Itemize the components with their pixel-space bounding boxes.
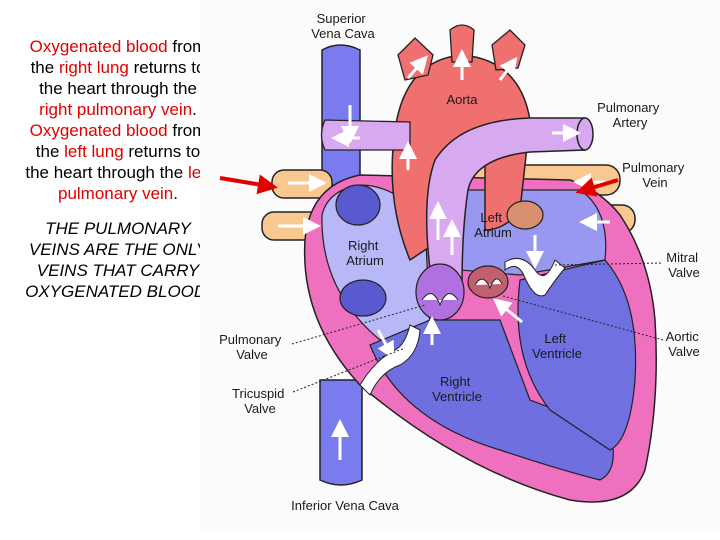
red-pointer-arrows bbox=[219, 174, 619, 197]
pulmonary-artery bbox=[425, 117, 586, 286]
phrase-right-pulmonary-vein: right pulmonary vein bbox=[39, 100, 193, 119]
right-lung-paragraph: Oxygenated blood from the right lung ret… bbox=[22, 36, 214, 120]
aortic-valve bbox=[467, 265, 509, 299]
label-superior-vena-cava: Superior Vena Cava bbox=[311, 11, 375, 41]
label-pulmonary-artery: Pulmonary Artery bbox=[597, 100, 663, 130]
phrase-oxygenated-blood: Oxygenated blood bbox=[29, 37, 168, 56]
right-ventricle-chamber bbox=[369, 319, 614, 481]
label-left-ventricle: Left Ventricle bbox=[532, 331, 582, 361]
leader-lines bbox=[291, 262, 664, 393]
phrase-oxygenated-blood: Oxygenated blood bbox=[29, 121, 168, 140]
label-aortic-valve: Aortic Valve bbox=[666, 329, 703, 359]
blood-flow-arrows bbox=[278, 49, 610, 460]
label-pulmonary-valve: Pulmonary Valve bbox=[219, 332, 285, 362]
phrase-text: from the bbox=[30, 37, 207, 77]
emphasis-statement: THE PULMONARY VEINS ARE THE ONLY VEINS T… bbox=[25, 219, 211, 301]
pulmonary-artery-opening bbox=[576, 117, 594, 151]
pulmonary-artery-left-branch bbox=[320, 119, 411, 151]
pulmonary-valve bbox=[415, 263, 465, 321]
label-right-ventricle: Right Ventricle bbox=[432, 374, 482, 404]
left-ventricle-chamber bbox=[517, 259, 637, 451]
label-right-atrium: Right Atrium bbox=[346, 238, 384, 268]
phrase-left-lung: left lung bbox=[64, 142, 124, 161]
explanation-text: Oxygenated blood from the right lung ret… bbox=[22, 36, 214, 302]
label-aorta: Aorta bbox=[446, 92, 478, 107]
phrase-text: returns to the heart through the bbox=[25, 142, 201, 182]
phrase-text: . bbox=[192, 100, 197, 119]
pulmonary-vein-opening bbox=[506, 200, 544, 230]
label-left-atrium: Left Atrium bbox=[474, 210, 512, 240]
label-tricuspid-valve: Tricuspid Valve bbox=[232, 386, 288, 416]
inferior-vena-cava-opening bbox=[339, 279, 387, 317]
phrase-text: . bbox=[173, 184, 178, 203]
label-mitral-valve: Mitral Valve bbox=[666, 250, 701, 280]
label-pulmonary-vein: Pulmonary Vein bbox=[622, 160, 688, 190]
phrase-text: returns to the heart through the bbox=[39, 58, 206, 98]
superior-vena-cava-opening bbox=[335, 184, 381, 226]
label-inferior-vena-cava: Inferior Vena Cava bbox=[291, 498, 399, 513]
phrase-right-lung: right lung bbox=[58, 58, 129, 77]
left-lung-paragraph: Oxygenated blood from the left lung retu… bbox=[22, 120, 214, 204]
phrase-text: from the bbox=[35, 121, 207, 161]
heart-diagram: Superior Vena Cava Aorta Pulmonary Arter… bbox=[200, 0, 720, 530]
